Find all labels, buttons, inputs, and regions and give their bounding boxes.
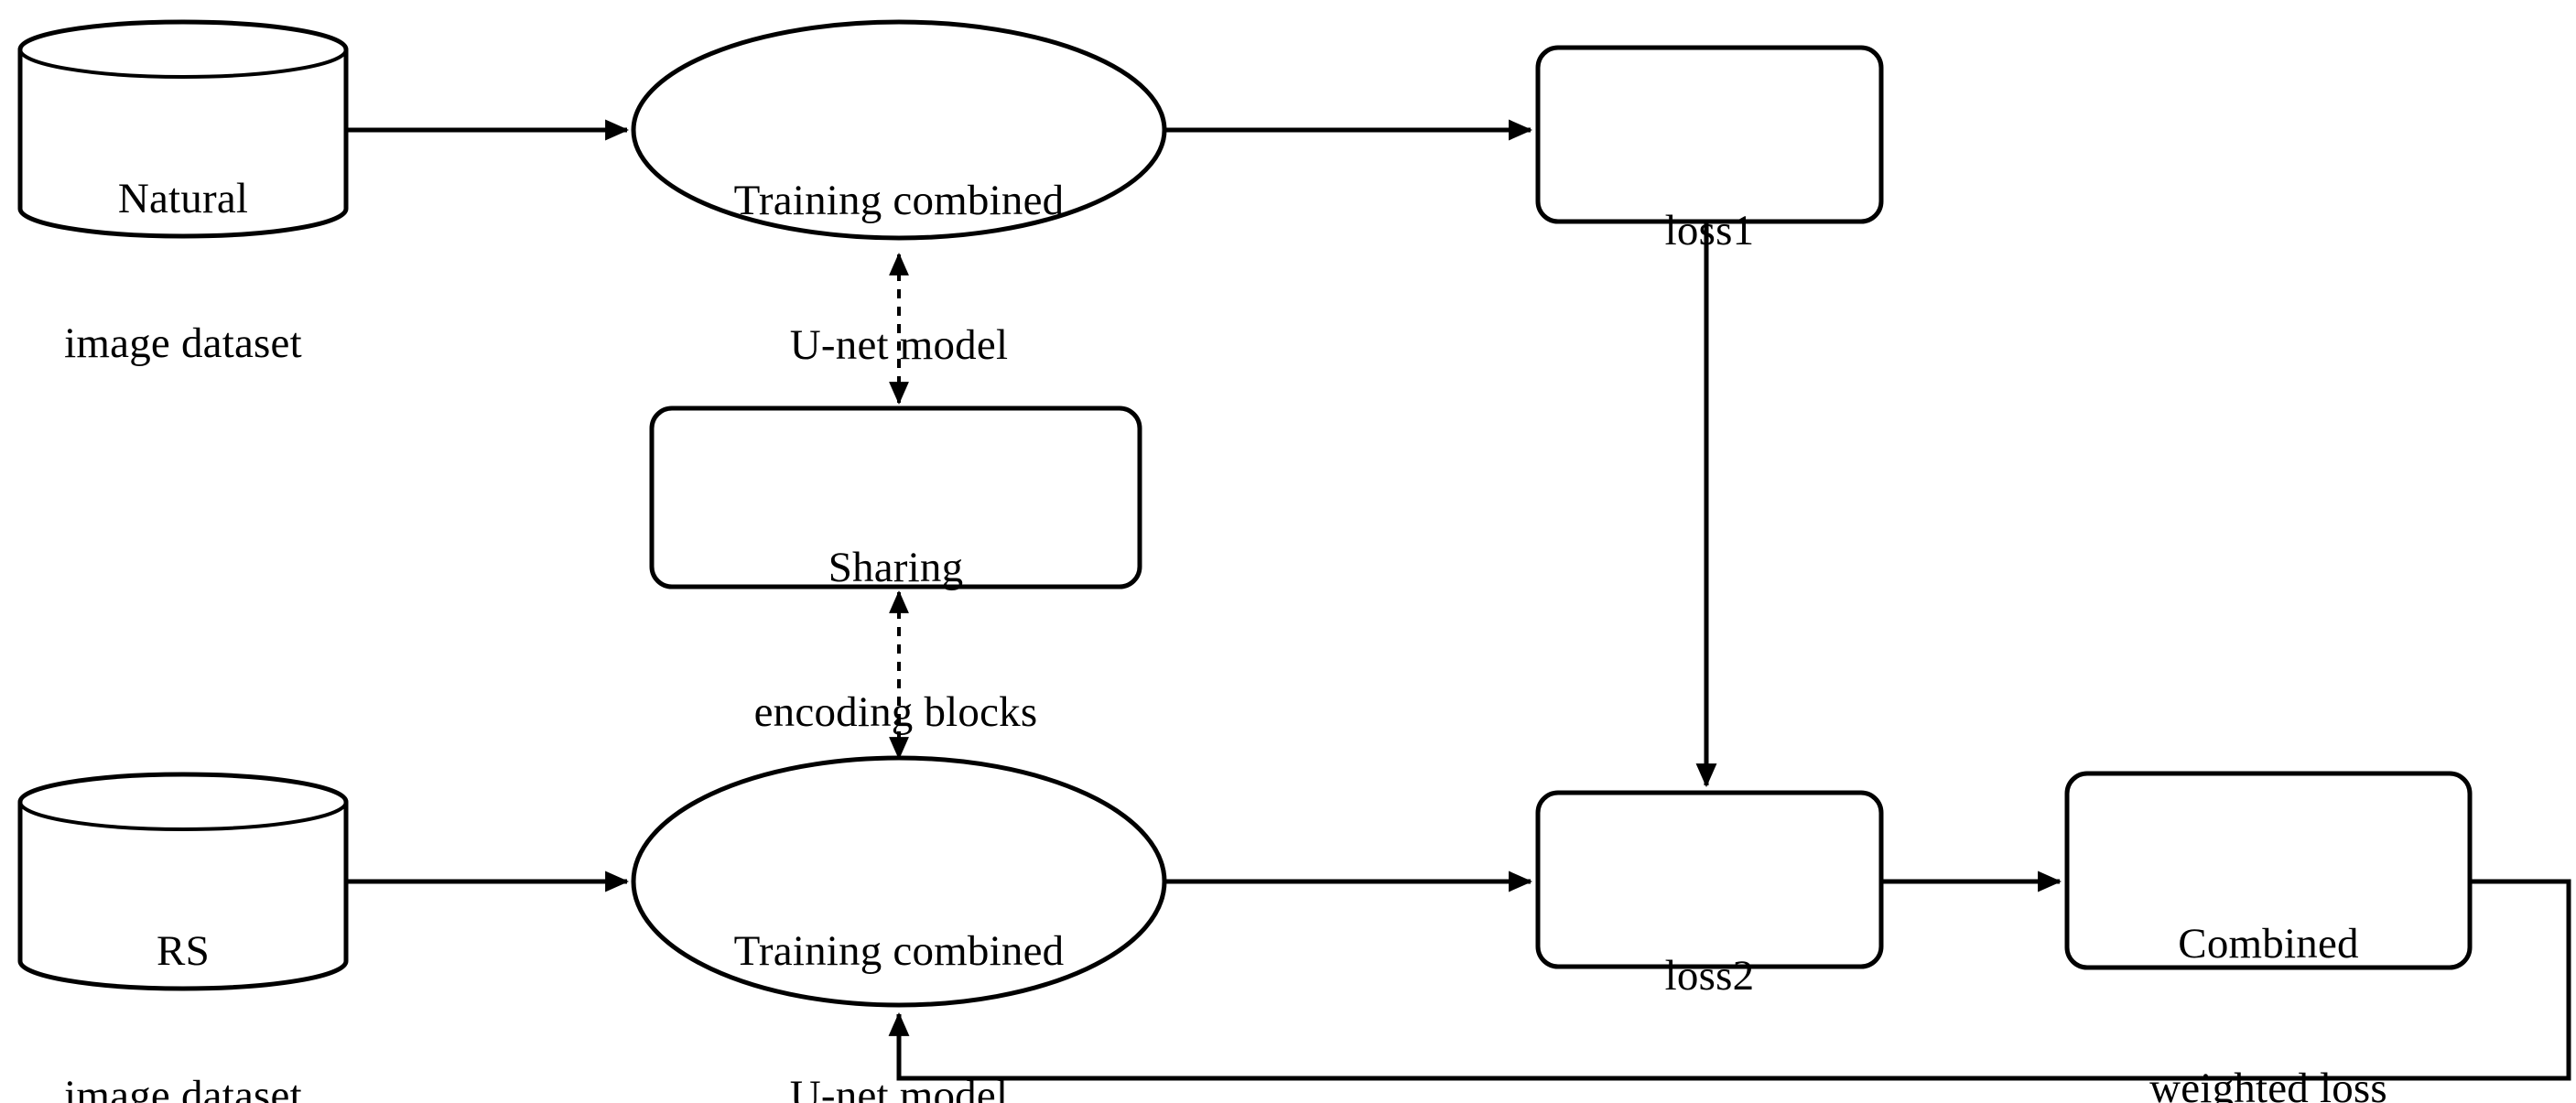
node-label-combined-weighted-loss: Combined weighted loss — [2067, 824, 2470, 1103]
node-label-natural-image-dataset: Natural image dataset — [20, 79, 346, 464]
label-line-1: Sharing — [828, 544, 964, 592]
label-line-2: image dataset — [64, 1072, 302, 1103]
node-rs-image-dataset[interactable] — [17, 772, 349, 991]
label-line-1: Combined — [2178, 920, 2359, 968]
node-label-training-combined-unet-bottom: Training combined U-net model — [633, 831, 1164, 1103]
edge-feedback-to-train-bottom — [888, 879, 2571, 1081]
node-label-training-combined-unet-top: Training combined U-net model — [633, 81, 1164, 466]
label-line-1: Natural — [117, 175, 249, 223]
label-line-2: U-net model — [789, 321, 1009, 370]
node-natural-image-dataset[interactable] — [17, 19, 349, 239]
label-line-2: encoding blocks — [753, 688, 1038, 737]
node-label-rs-image-dataset: RS image dataset — [20, 831, 346, 1103]
node-label-loss2: loss2 — [1538, 855, 1881, 1098]
label-line-1: loss2 — [1664, 952, 1755, 1000]
node-loss1[interactable] — [1535, 45, 1884, 224]
label-line-1: Training combined — [733, 177, 1065, 225]
node-sharing-encoding-blocks[interactable] — [649, 406, 1142, 589]
label-line-1: Training combined — [733, 927, 1065, 976]
label-line-1: RS — [157, 927, 210, 976]
label-line-2: U-net model — [789, 1072, 1009, 1103]
node-label-loss1: loss1 — [1538, 110, 1881, 353]
node-combined-weighted-loss[interactable] — [2064, 771, 2473, 970]
node-label-sharing-encoding-blocks: Sharing encoding blocks — [652, 448, 1140, 833]
label-line-2: weighted loss — [2149, 1065, 2387, 1103]
label-line-1: loss1 — [1664, 207, 1755, 255]
label-line-2: image dataset — [64, 319, 302, 368]
